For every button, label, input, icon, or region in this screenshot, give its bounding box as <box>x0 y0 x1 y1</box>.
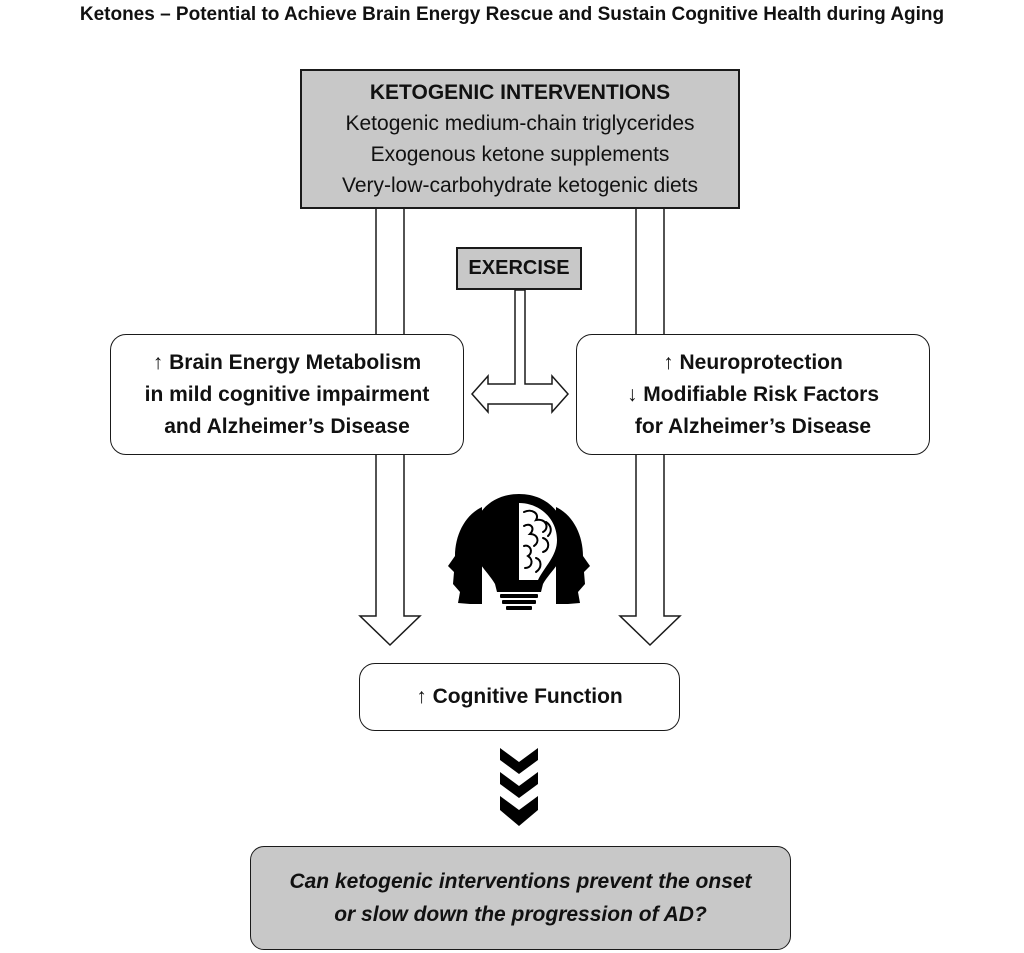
interventions-heading: KETOGENIC INTERVENTIONS <box>369 81 671 104</box>
outcome-line: ↑ Brain Energy Metabolism <box>152 350 422 374</box>
outcome-line: in mild cognitive impairment <box>144 382 430 406</box>
research-question-box: Can ketogenic interventions prevent the … <box>250 846 791 950</box>
neuroprotection-box: ↑ Neuroprotection ↓ Modifiable Risk Fact… <box>576 334 930 455</box>
ketogenic-interventions-box: KETOGENIC INTERVENTIONS Ketogenic medium… <box>300 69 740 209</box>
diagram-title: Ketones – Potential to Achieve Brain Ene… <box>79 4 945 25</box>
cognitive-function-box: ↑ Cognitive Function <box>359 663 680 731</box>
brain-energy-metabolism-box: ↑ Brain Energy Metabolism in mild cognit… <box>110 334 464 455</box>
triple-chevron-down-icon <box>500 748 538 826</box>
head-lightbulb-brain-icon <box>448 494 590 610</box>
outcome-line: and Alzheimer’s Disease <box>164 414 410 438</box>
question-line: Can ketogenic interventions prevent the … <box>289 870 752 893</box>
outcome-line: ↓ Modifiable Risk Factors <box>626 382 880 406</box>
exercise-double-arrow <box>470 289 570 414</box>
outcome-line: ↑ Neuroprotection <box>663 350 843 374</box>
exercise-box: EXERCISE <box>456 247 582 290</box>
intervention-item: Very-low-carbohydrate ketogenic diets <box>341 174 698 197</box>
outcome-line: for Alzheimer’s Disease <box>634 414 872 438</box>
intervention-item: Exogenous ketone supplements <box>370 143 670 166</box>
question-line: or slow down the progression of AD? <box>334 903 707 926</box>
intervention-item: Ketogenic medium-chain triglycerides <box>345 112 695 135</box>
